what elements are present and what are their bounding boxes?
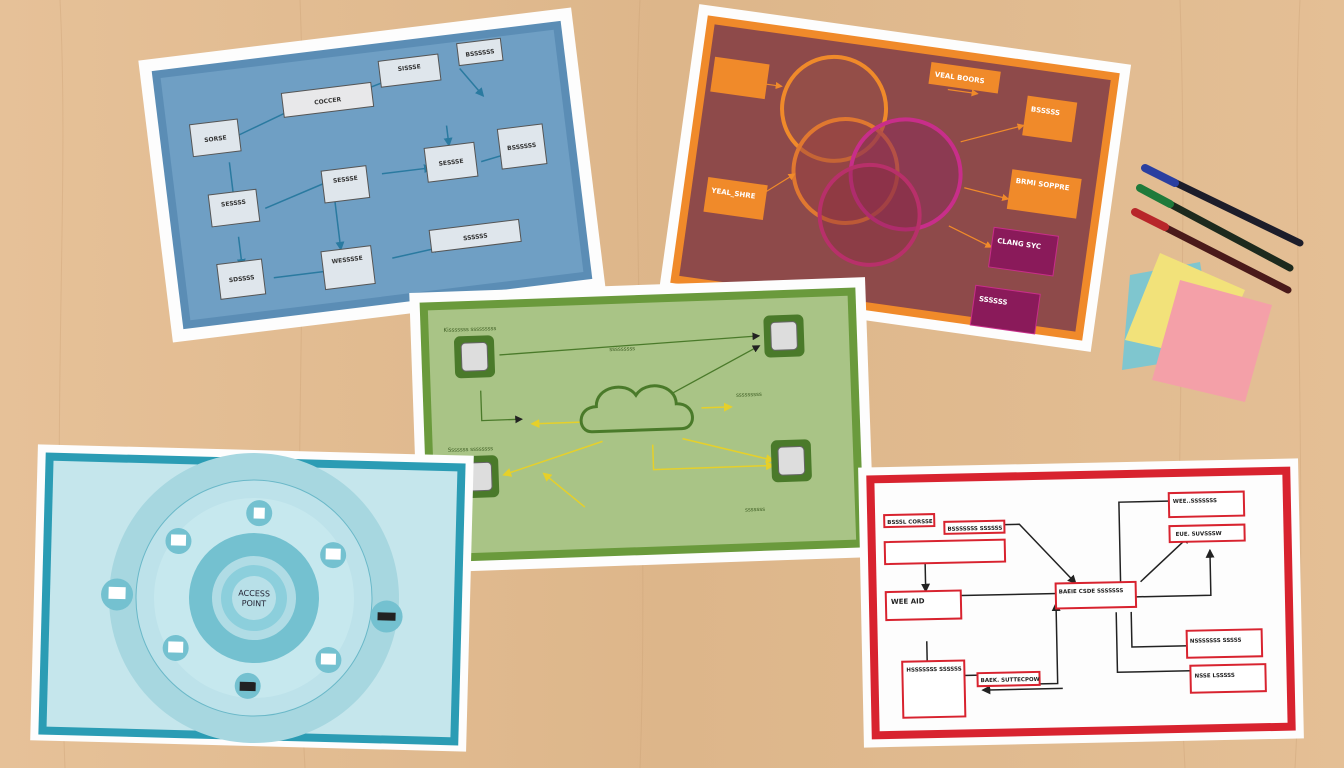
sticky-notes bbox=[1122, 253, 1272, 402]
blue-box-label: COCCER bbox=[314, 96, 342, 106]
green-label: sssssssss bbox=[609, 346, 635, 353]
red-box-label: EUE. SUVSSSW bbox=[1176, 531, 1222, 538]
sticky-note-pink bbox=[1152, 280, 1272, 402]
orange-venn-card: VEAL BOORS YEAL_SHRE BRMI SOPPRE CLANG S… bbox=[658, 4, 1132, 352]
blue-box-label: SISSSE bbox=[397, 63, 421, 73]
blue-marker bbox=[1141, 164, 1304, 247]
green-label: sssssssss bbox=[736, 392, 762, 399]
red-box-label: WEE AID bbox=[891, 597, 925, 606]
blue-box-label: WESSSSE bbox=[331, 255, 363, 266]
blue-box-label: SSSSSS bbox=[463, 232, 488, 242]
green-label: Sssssss ssssssss bbox=[448, 446, 494, 454]
blue-box-label: SESSSS bbox=[221, 199, 247, 209]
red-box-label: WEE..SSSSSSS bbox=[1173, 498, 1217, 505]
orange-box-label: SSSSSS bbox=[978, 295, 1008, 307]
red-box-label: HSSSSSSS SSSSSS bbox=[906, 667, 961, 674]
green-marker bbox=[1136, 184, 1294, 272]
red-box-label: NSSE LSSSSS bbox=[1195, 673, 1235, 680]
green-label: Kisssssss sssssssss bbox=[443, 326, 496, 334]
teal-access-point-card: ACCESS POINT bbox=[30, 444, 474, 752]
green-label: sssssss bbox=[745, 507, 765, 514]
cloud-icon bbox=[579, 384, 694, 434]
blue-box-label: SESSSE bbox=[438, 158, 464, 168]
markers bbox=[1131, 164, 1304, 294]
red-box-label: NSSSSSSS SSSSS bbox=[1190, 638, 1242, 645]
orange-box-label: BSSSSS bbox=[1030, 105, 1060, 117]
blue-box-label: SESSSE bbox=[333, 175, 359, 185]
green-network-card: Kisssssss sssssssss sssssssss sssssssss … bbox=[409, 277, 875, 573]
blue-box-label: BSSSSSS bbox=[507, 142, 537, 153]
blue-box-label: SDSSSS bbox=[229, 274, 255, 284]
access-point-label: POINT bbox=[242, 599, 267, 609]
red-marker bbox=[1131, 208, 1292, 294]
blue-flowchart-card: SORSE COCCER SISSSE BSSSSSS SESSSS SESSS… bbox=[138, 7, 606, 343]
red-box-label: BSSSL CORSSE bbox=[887, 519, 933, 526]
blue-box-label: BSSSSSS bbox=[465, 48, 495, 59]
blue-box-label: SORSE bbox=[204, 134, 227, 144]
red-box-label: BAEK. SUTTECPOW bbox=[981, 677, 1040, 684]
red-box-label: BSSSSSSS SSSSSS bbox=[947, 526, 1002, 533]
red-box-label: BAEIE CSDE SSSSSSS bbox=[1059, 588, 1124, 595]
red-flowchart-card: BSSSL CORSSE BSSSSSSS SSSSSS WEE..SSSSSS… bbox=[858, 458, 1304, 748]
access-point-label: ACCESS bbox=[238, 589, 270, 599]
